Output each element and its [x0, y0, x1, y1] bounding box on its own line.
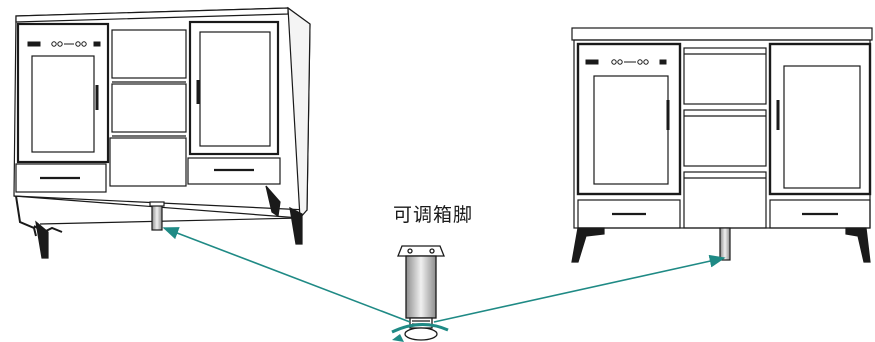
foot-cylinder: [405, 255, 437, 319]
arrow-to-left-foot: [162, 227, 411, 323]
right-control-panel: [585, 59, 667, 65]
arrow-to-right-foot: [433, 254, 726, 323]
right-cabinet-bottom-right-drawer: [769, 199, 871, 229]
foot-mount-plate: [397, 245, 445, 257]
left-cabinet-top: [15, 7, 289, 23]
right-cabinet-bottom-left-drawer: [577, 199, 681, 229]
right-cabinet: [571, 27, 873, 263]
left-cabinet-leg-front-right: [265, 185, 281, 218]
adjustable-foot-detail: [391, 245, 449, 342]
left-bottom-drawer: [15, 163, 107, 193]
left-center-drawer-3: [109, 137, 187, 187]
right-center-drawer-3: [683, 171, 767, 229]
right-center-drawer-2: [683, 109, 767, 167]
right-door-glass-pane: [199, 31, 271, 147]
left-center-drawer-1: [111, 29, 187, 79]
left-cabinet-side: [287, 6, 311, 220]
left-cabinet-leg-front-left-foot: [35, 220, 49, 259]
left-center-drawer-2: [111, 83, 187, 133]
left-cabinet: [13, 6, 311, 259]
right-cabinet-right-door: [768, 42, 872, 196]
right-center-drawer-1: [683, 47, 767, 105]
left-cabinet-floor-edge: [39, 217, 301, 225]
right-bottom-drawer: [187, 157, 281, 185]
left-door-glass-pane: [31, 55, 95, 153]
right-cabinet-adjustable-foot: [719, 227, 731, 261]
right-cabinet-right-door-pane: [783, 65, 861, 189]
left-cabinet-body: [13, 7, 311, 211]
callout-label: 可调箱脚: [392, 204, 473, 226]
left-glass-door: [16, 22, 110, 164]
right-cabinet-left-door: [576, 42, 682, 196]
right-cabinet-top: [571, 27, 873, 41]
right-cabinet-leg-right: [845, 227, 871, 263]
rotation-arrow-icon: [391, 323, 449, 334]
left-cabinet-leg-back-right: [289, 206, 303, 245]
left-cabinet-adjustable-foot: [151, 203, 163, 231]
right-cabinet-leg-left: [571, 227, 605, 263]
foot-base-pad: [404, 327, 438, 341]
right-cabinet-left-door-pane: [593, 75, 669, 185]
left-cabinet-leg-front-left: [15, 195, 37, 237]
right-glass-door: [188, 20, 280, 156]
left-control-panel: [27, 41, 101, 47]
callout-arrows: [162, 227, 726, 323]
